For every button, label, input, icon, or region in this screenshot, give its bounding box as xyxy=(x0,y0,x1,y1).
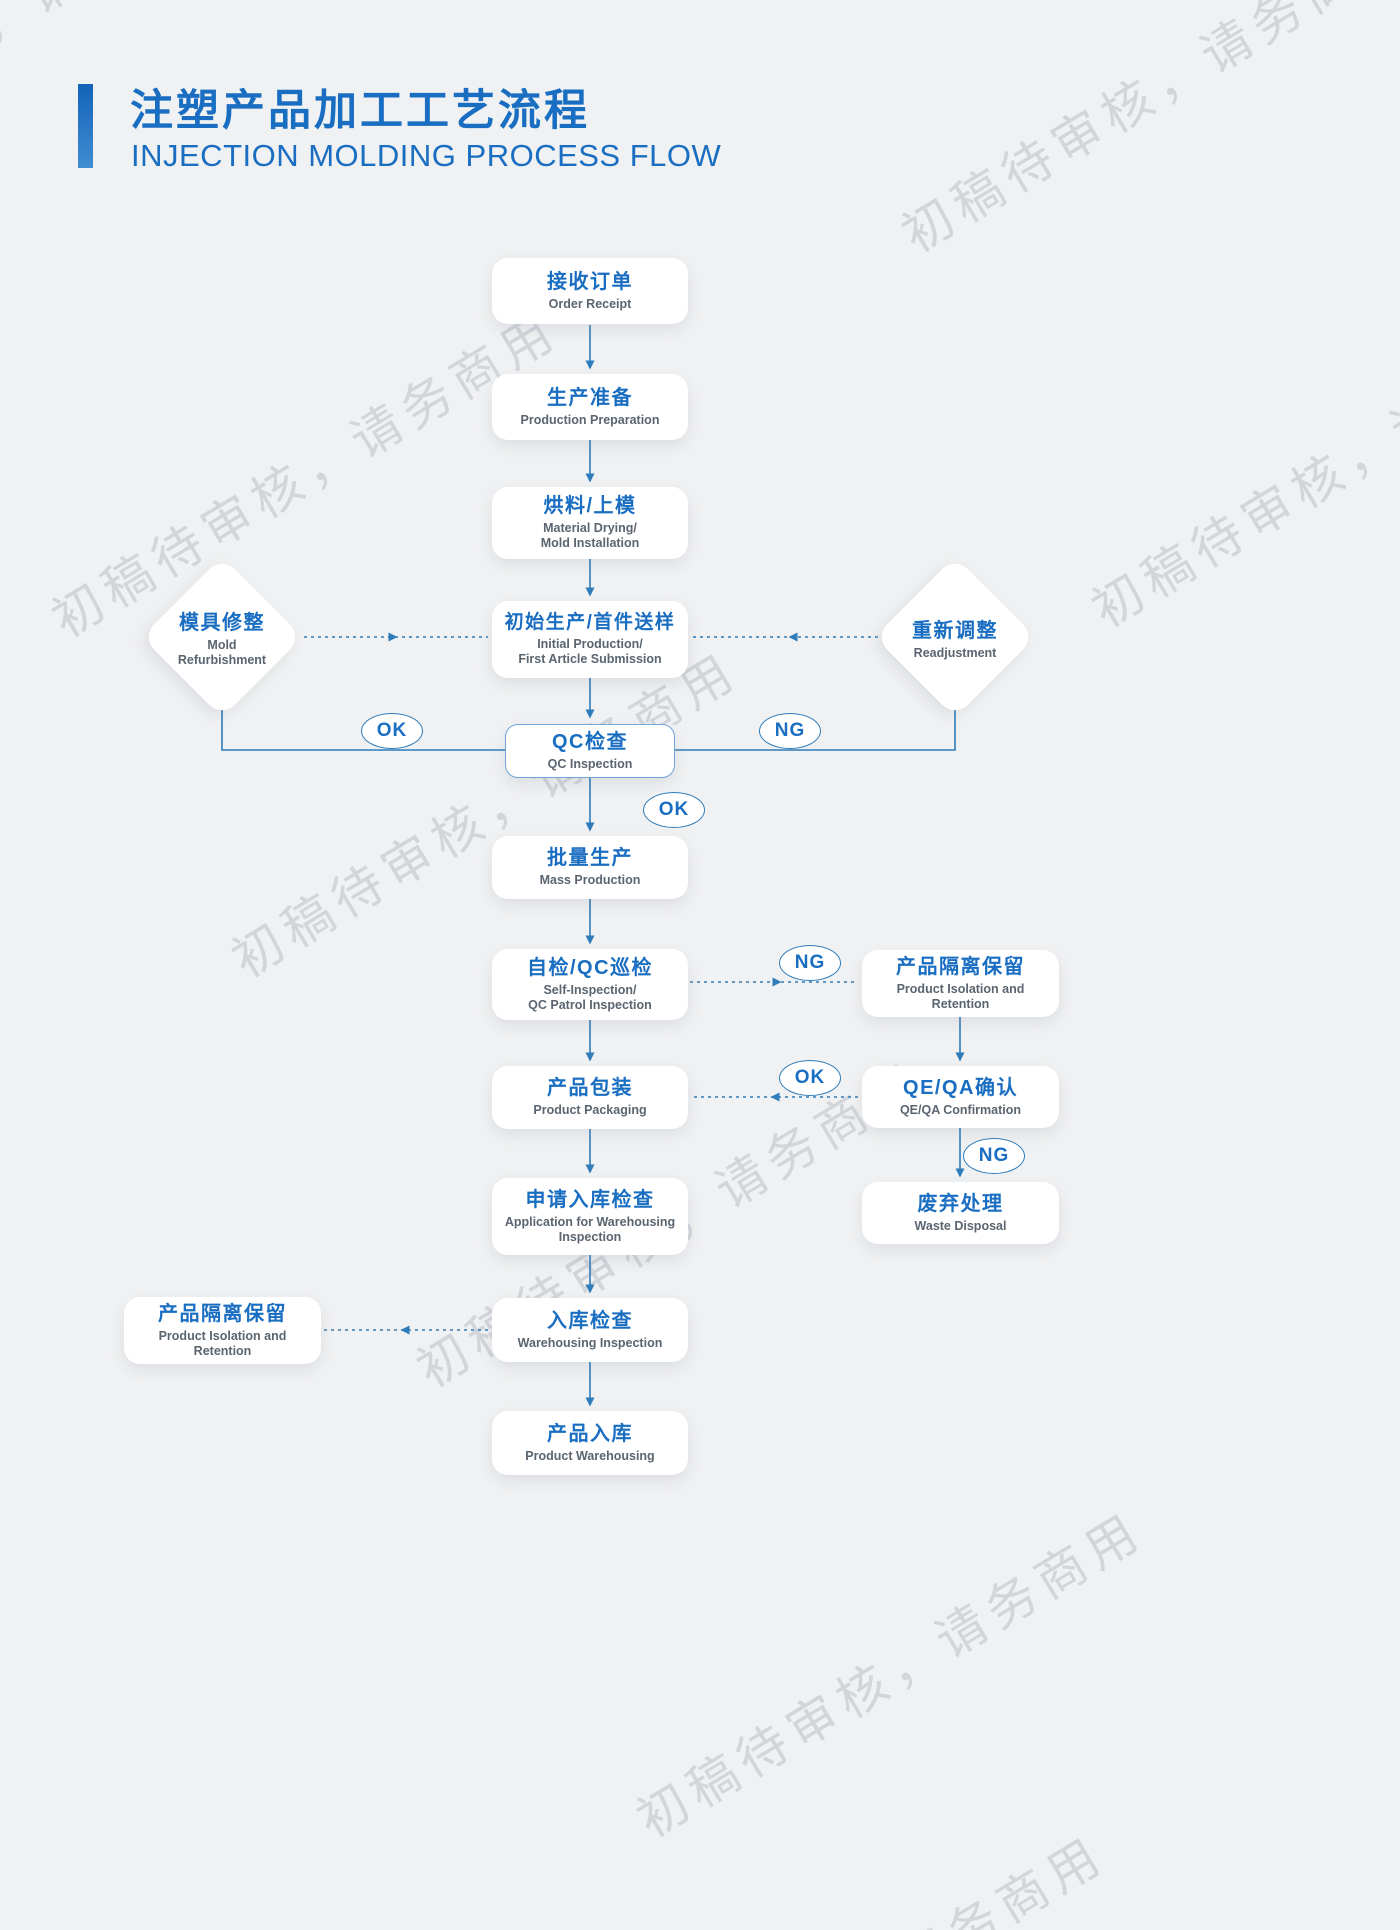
node-product-warehousing: 产品入库 Product Warehousing xyxy=(492,1411,688,1475)
node-product-isolation-left: 产品隔离保留 Product Isolation and Retention xyxy=(124,1297,321,1364)
node-readjustment: 重新调整 Readjustment xyxy=(873,555,1037,719)
node-production-preparation: 生产准备 Production Preparation xyxy=(492,374,688,440)
node-production-preparation-en: Production Preparation xyxy=(520,412,660,427)
node-warehousing-inspection: 入库检查 Warehousing Inspection xyxy=(492,1298,688,1362)
node-mold-refurbishment-zh: 模具修整 xyxy=(179,612,265,634)
node-material-drying-zh: 烘料/上模 xyxy=(543,495,637,517)
page-title-en: INJECTION MOLDING PROCESS FLOW xyxy=(131,138,722,173)
node-mold-refurbishment-en: Mold Refurbishment xyxy=(177,638,267,667)
node-order-receipt-en: Order Receipt xyxy=(548,296,632,311)
node-readjustment-zh: 重新调整 xyxy=(912,619,998,642)
node-product-packaging: 产品包装 Product Packaging xyxy=(492,1066,688,1129)
node-product-isolation-right-en: Product Isolation and Retention xyxy=(896,981,1025,1011)
label-ng-qc-right: NG xyxy=(759,713,821,749)
node-product-isolation-right: 产品隔离保留 Product Isolation and Retention xyxy=(862,950,1059,1017)
node-warehousing-inspection-zh: 入库检查 xyxy=(547,1309,633,1332)
label-ng-qeqa-down: NG xyxy=(963,1138,1025,1174)
title-accent-bar xyxy=(78,84,93,168)
label-ok-qc-down: OK xyxy=(643,792,705,828)
node-qc-inspection-zh: QC检查 xyxy=(552,730,628,753)
node-production-preparation-zh: 生产准备 xyxy=(547,386,633,409)
label-ng-self-inspection: NG xyxy=(779,945,841,981)
node-waste-disposal-zh: 废弃处理 xyxy=(917,1192,1004,1215)
connector-qc-to-readjustment xyxy=(675,708,956,751)
node-qe-qa-confirmation-en: QE/QA Confirmation xyxy=(899,1102,1022,1117)
node-product-warehousing-zh: 产品入库 xyxy=(547,1422,633,1445)
label-ok-qeqa: OK xyxy=(779,1060,841,1096)
node-product-warehousing-en: Product Warehousing xyxy=(525,1448,655,1463)
node-warehousing-application: 申请入库检查 Application for Warehousing Inspe… xyxy=(492,1178,688,1255)
node-self-inspection: 自检/QC巡检 Self-Inspection/ QC Patrol Inspe… xyxy=(492,949,688,1020)
node-warehousing-inspection-en: Warehousing Inspection xyxy=(517,1335,663,1350)
node-order-receipt: 接收订单 Order Receipt xyxy=(492,258,688,324)
node-mass-production-en: Mass Production xyxy=(539,873,641,887)
node-qe-qa-confirmation: QE/QA确认 QE/QA Confirmation xyxy=(862,1066,1059,1128)
node-product-packaging-zh: 产品包装 xyxy=(547,1077,633,1099)
node-initial-production-zh: 初始生产/首件送样 xyxy=(504,612,676,634)
node-product-packaging-en: Product Packaging xyxy=(533,1103,647,1117)
node-product-isolation-left-zh: 产品隔离保留 xyxy=(158,1302,287,1325)
node-material-drying: 烘料/上模 Material Drying/ Mold Installation xyxy=(492,487,688,559)
node-waste-disposal: 废弃处理 Waste Disposal xyxy=(862,1182,1059,1244)
node-self-inspection-zh: 自检/QC巡检 xyxy=(526,956,654,979)
node-qc-inspection: QC检查 QC Inspection xyxy=(505,724,675,778)
node-mold-refurbishment: 模具修整 Mold Refurbishment xyxy=(140,555,304,719)
connector-qc-to-mold-refurbishment xyxy=(221,708,505,751)
node-order-receipt-zh: 接收订单 xyxy=(547,270,633,293)
node-waste-disposal-en: Waste Disposal xyxy=(914,1218,1007,1233)
node-self-inspection-en: Self-Inspection/ QC Patrol Inspection xyxy=(528,982,652,1012)
node-mass-production-zh: 批量生产 xyxy=(547,847,633,869)
node-warehousing-application-zh: 申请入库检查 xyxy=(525,1188,655,1211)
node-product-isolation-right-zh: 产品隔离保留 xyxy=(896,955,1025,978)
node-product-isolation-left-en: Product Isolation and Retention xyxy=(158,1328,287,1358)
node-material-drying-en: Material Drying/ Mold Installation xyxy=(540,521,640,550)
node-initial-production: 初始生产/首件送样 Initial Production/ First Arti… xyxy=(492,601,688,678)
page-title-zh: 注塑产品加工工艺流程 xyxy=(130,87,590,135)
label-ok-qc-left: OK xyxy=(361,713,423,749)
node-readjustment-en: Readjustment xyxy=(913,645,997,660)
node-initial-production-en: Initial Production/ First Article Submis… xyxy=(518,636,662,666)
node-qe-qa-confirmation-zh: QE/QA确认 xyxy=(903,1076,1018,1099)
node-warehousing-application-en: Application for Warehousing Inspection xyxy=(504,1214,676,1244)
node-mass-production: 批量生产 Mass Production xyxy=(492,836,688,899)
node-qc-inspection-en: QC Inspection xyxy=(547,756,633,771)
